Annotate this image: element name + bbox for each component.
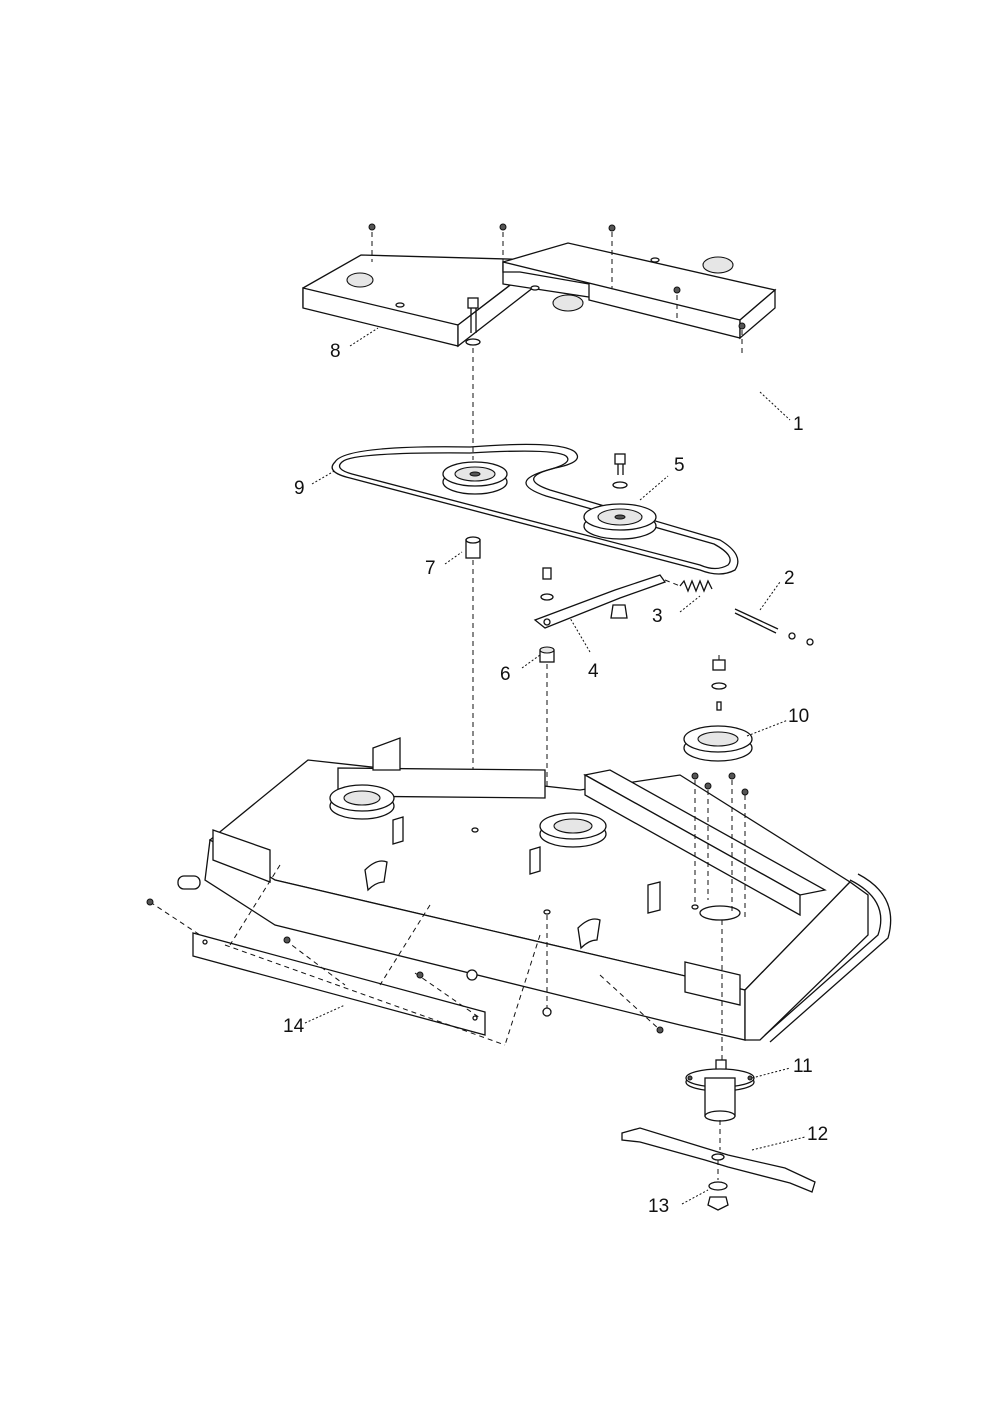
callout-5: 5 [674,455,685,476]
front-baffle [146,864,664,1046]
drive-belt [331,443,739,575]
spacer [465,536,481,828]
blade-washer-nut [707,1160,729,1211]
callout-labels: 1 2 3 4 5 6 7 8 9 10 11 12 13 14 [283,341,828,1217]
callout-2: 2 [784,568,795,589]
right-belt-cover [502,224,777,355]
left-belt-cover [302,223,545,348]
idler-pulley-left [442,461,508,495]
callout-6: 6 [500,664,511,685]
callout-11: 11 [793,1056,813,1077]
eyebolt [734,608,814,646]
pulley-bolt-left [465,297,481,460]
callout-13: 13 [648,1196,669,1217]
callout-9: 9 [294,478,305,499]
callout-3: 3 [652,606,663,627]
mower-deck [177,737,892,1043]
spindle-housing [685,920,755,1150]
tension-spring [664,579,713,593]
callout-14: 14 [283,1016,305,1037]
callout-10: 10 [788,706,809,727]
callout-8: 8 [330,341,341,362]
callout-1: 1 [793,414,804,435]
idler-pulley-right [583,453,657,540]
callout-4: 4 [588,661,599,682]
idler-arm [533,567,667,629]
callout-leaders [304,327,806,1205]
spindle-pulley [683,655,753,762]
callout-12: 12 [807,1124,828,1145]
callout-7: 7 [425,558,436,579]
